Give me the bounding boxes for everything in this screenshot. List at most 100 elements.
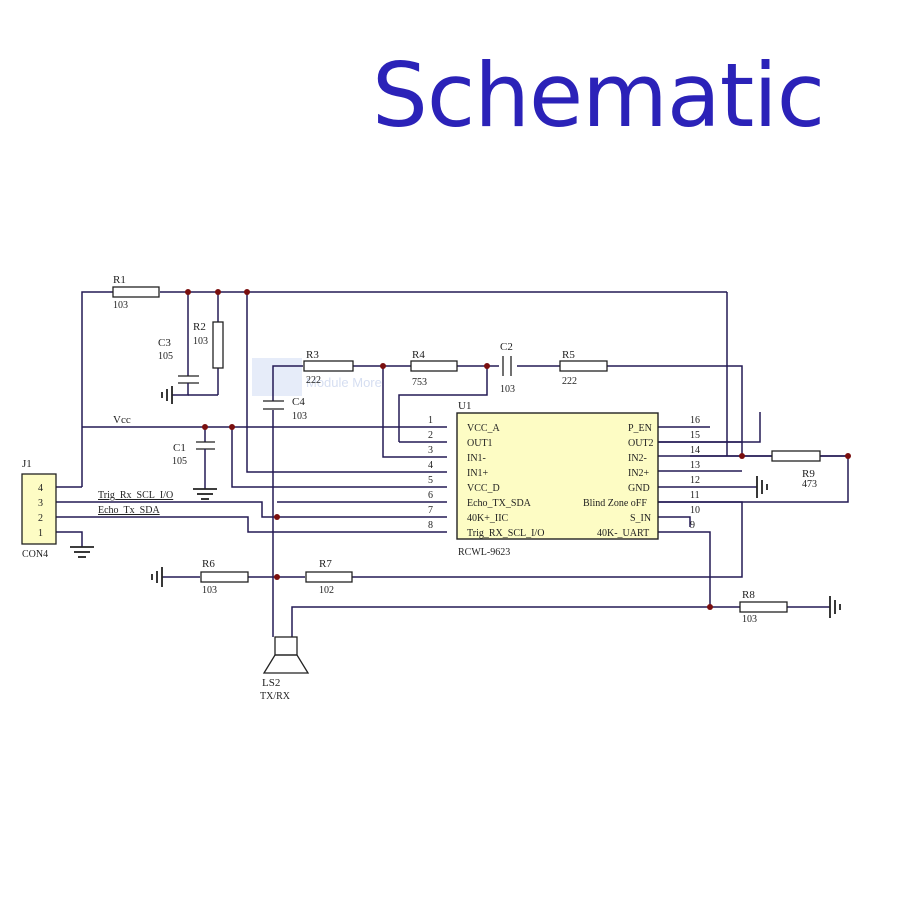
svg-text:103: 103 [742, 614, 757, 625]
svg-text:R8: R8 [742, 589, 755, 601]
svg-text:J1: J1 [22, 458, 32, 470]
svg-text:105: 105 [158, 351, 173, 362]
junction-dot [484, 363, 490, 369]
svg-text:753: 753 [412, 377, 427, 388]
net-label-echo: Echo_Tx_SDA [98, 505, 160, 516]
svg-text:222: 222 [306, 375, 321, 386]
svg-text:2: 2 [428, 430, 433, 441]
svg-text:LS2: LS2 [262, 677, 280, 689]
svg-text:TX/RX: TX/RX [260, 691, 291, 702]
svg-text:105: 105 [172, 456, 187, 467]
svg-text:11: 11 [690, 490, 700, 501]
svg-text:U1: U1 [458, 400, 471, 412]
svg-text:222: 222 [562, 376, 577, 387]
svg-text:VCC_D: VCC_D [467, 483, 500, 494]
svg-text:OUT1: OUT1 [467, 438, 493, 449]
net-label-trig: Trig_Rx_SCL_I/O [98, 490, 173, 501]
junction-dot [244, 289, 250, 295]
resistor-r3: R3 222 [303, 349, 354, 386]
ic-left-pins: 1 VCC_A 2 OUT1 3 IN1- 4 IN1+ 5 VCC_D 6 E… [428, 415, 544, 539]
svg-text:5: 5 [428, 475, 433, 486]
svg-text:IN1+: IN1+ [467, 468, 489, 479]
ground-icon [161, 386, 173, 404]
svg-text:102: 102 [319, 585, 334, 596]
svg-text:4: 4 [38, 483, 43, 494]
resistor-r8: R8 103 [739, 589, 788, 625]
wires [56, 291, 849, 637]
svg-text:Module More: Module More [306, 375, 382, 390]
svg-text:7: 7 [428, 505, 433, 516]
svg-text:12: 12 [690, 475, 700, 486]
junction-dot [229, 424, 235, 430]
svg-text:VCC_A: VCC_A [467, 423, 501, 434]
svg-text:R3: R3 [306, 349, 319, 361]
capacitor-c4: C4 103 [263, 396, 307, 422]
ground-icon [70, 546, 94, 558]
ground-icon [193, 488, 217, 500]
resistor-r4: R4 753 [410, 349, 458, 388]
svg-text:1: 1 [38, 528, 43, 539]
svg-text:P_EN: P_EN [628, 423, 652, 434]
svg-text:R5: R5 [562, 349, 575, 361]
svg-text:CON4: CON4 [22, 549, 48, 560]
svg-text:R2: R2 [193, 321, 206, 333]
junction-dot [185, 289, 191, 295]
svg-text:C4: C4 [292, 396, 305, 408]
svg-text:3: 3 [428, 445, 433, 456]
capacitor-c2: C2 103 [500, 341, 515, 395]
svg-text:103: 103 [292, 411, 307, 422]
svg-text:13: 13 [690, 460, 700, 471]
svg-text:9: 9 [690, 520, 695, 531]
junction-dot [707, 604, 713, 610]
svg-text:40K-_UART: 40K-_UART [597, 528, 649, 539]
svg-text:4: 4 [428, 460, 433, 471]
speaker-ls2: LS2 TX/RX [260, 636, 310, 702]
svg-text:16: 16 [690, 415, 700, 426]
connector-j1: J1 4 3 2 1 CON4 [21, 458, 57, 560]
resistor-r7: R7 102 [305, 558, 353, 596]
svg-text:R6: R6 [202, 558, 215, 570]
svg-text:R1: R1 [113, 274, 126, 286]
capacitor-c3: C3 105 [158, 337, 219, 396]
svg-text:14: 14 [690, 445, 700, 456]
ground-icon [151, 567, 163, 587]
svg-text:IN2+: IN2+ [628, 468, 650, 479]
svg-text:R4: R4 [412, 349, 425, 361]
svg-text:Blind Zone oFF: Blind Zone oFF [583, 498, 647, 509]
svg-text:IN1-: IN1- [467, 453, 486, 464]
svg-text:R7: R7 [319, 558, 332, 570]
svg-text:103: 103 [500, 384, 515, 395]
page-title: Schematic [372, 44, 825, 147]
junction-dot [274, 514, 280, 520]
svg-text:C3: C3 [158, 337, 171, 349]
svg-text:IN2-: IN2- [628, 453, 647, 464]
svg-text:Trig_RX_SCL_I/O: Trig_RX_SCL_I/O [467, 528, 544, 539]
svg-text:S_IN: S_IN [630, 513, 651, 524]
svg-text:15: 15 [690, 430, 700, 441]
svg-text:3: 3 [38, 498, 43, 509]
junction-dot [380, 363, 386, 369]
svg-text:103: 103 [202, 585, 217, 596]
svg-text:10: 10 [690, 505, 700, 516]
junction-dot [274, 574, 280, 580]
ground-icon [756, 476, 768, 498]
junction-dot [215, 289, 221, 295]
ground-icon [829, 596, 841, 618]
svg-text:GND: GND [628, 483, 650, 494]
svg-text:473: 473 [802, 479, 817, 490]
junction-dot [845, 453, 851, 459]
capacitor-c1: C1 105 [172, 441, 215, 489]
svg-text:2: 2 [38, 513, 43, 524]
ic-u1: U1 RCWL-9623 1 VCC_A 2 OUT1 3 IN1- 4 IN1… [428, 400, 700, 558]
resistor-r6: R6 103 [200, 558, 249, 596]
resistor-r2: R2 103 [193, 321, 224, 369]
svg-text:C1: C1 [173, 442, 186, 454]
net-label-vcc: Vcc [113, 414, 131, 426]
svg-text:C2: C2 [500, 341, 513, 353]
resistor-r9: R9 473 [771, 450, 821, 490]
watermark: Module More [252, 358, 382, 396]
svg-text:1: 1 [428, 415, 433, 426]
ic-right-pins: 16 P_EN 15 OUT2 14 IN2- 13 IN2+ 12 GND 1… [583, 415, 700, 539]
junction-dot [202, 424, 208, 430]
